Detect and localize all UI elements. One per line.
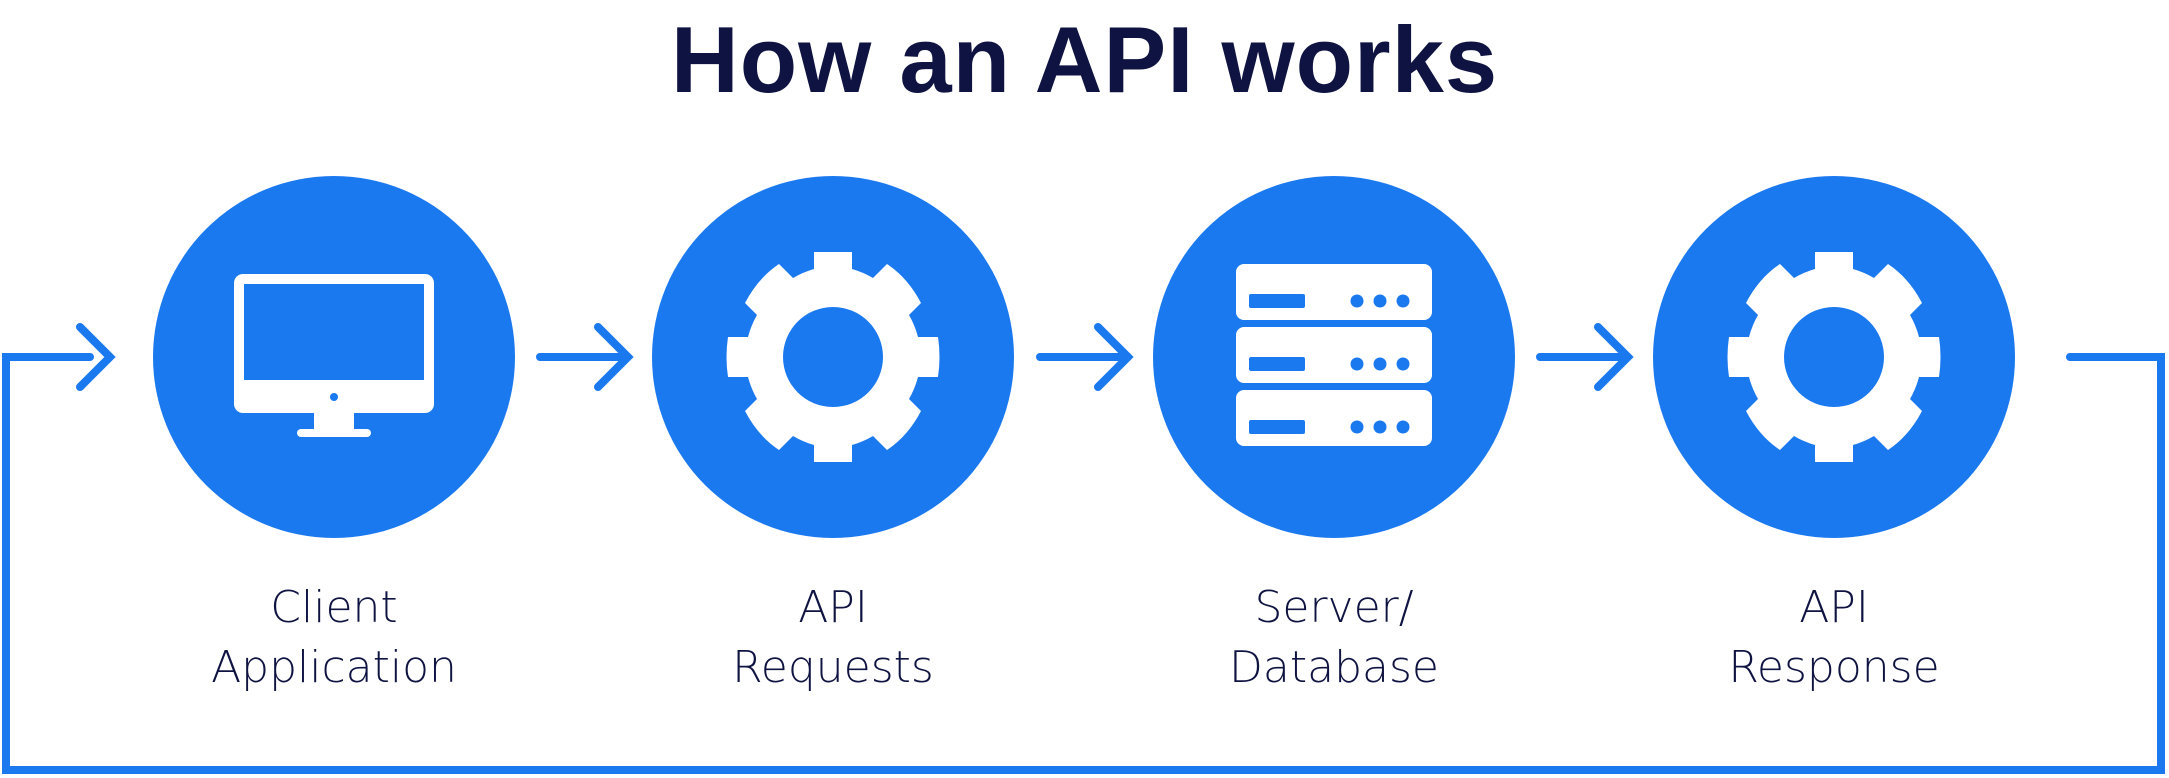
monitor-icon [234,274,434,437]
step-circle [652,176,1014,538]
arrow-1 [536,327,628,387]
step-server-database: Server/ Database [1153,176,1515,693]
step-label-line1: Client [270,582,397,633]
step-client-application: Client Application [153,176,515,693]
arrow-2 [1036,327,1128,387]
step-label-line2: Requests [732,642,934,693]
step-api-requests: API Requests [652,176,1014,693]
step-api-response: API Response [1653,176,2015,693]
server-icon [1236,264,1432,446]
step-label-line1: API [1799,582,1869,633]
step-label-line2: Database [1229,642,1439,693]
step-circle [1653,176,2015,538]
diagram-title: How an API works [670,7,1499,112]
arrow-3 [1536,327,1628,387]
step-label-line2: Response [1728,642,1939,693]
step-label-line2: Application [211,642,457,693]
step-label-line1: API [798,582,868,633]
loop-back-line [2,353,2165,774]
step-label-line1: Server/ [1254,582,1413,633]
